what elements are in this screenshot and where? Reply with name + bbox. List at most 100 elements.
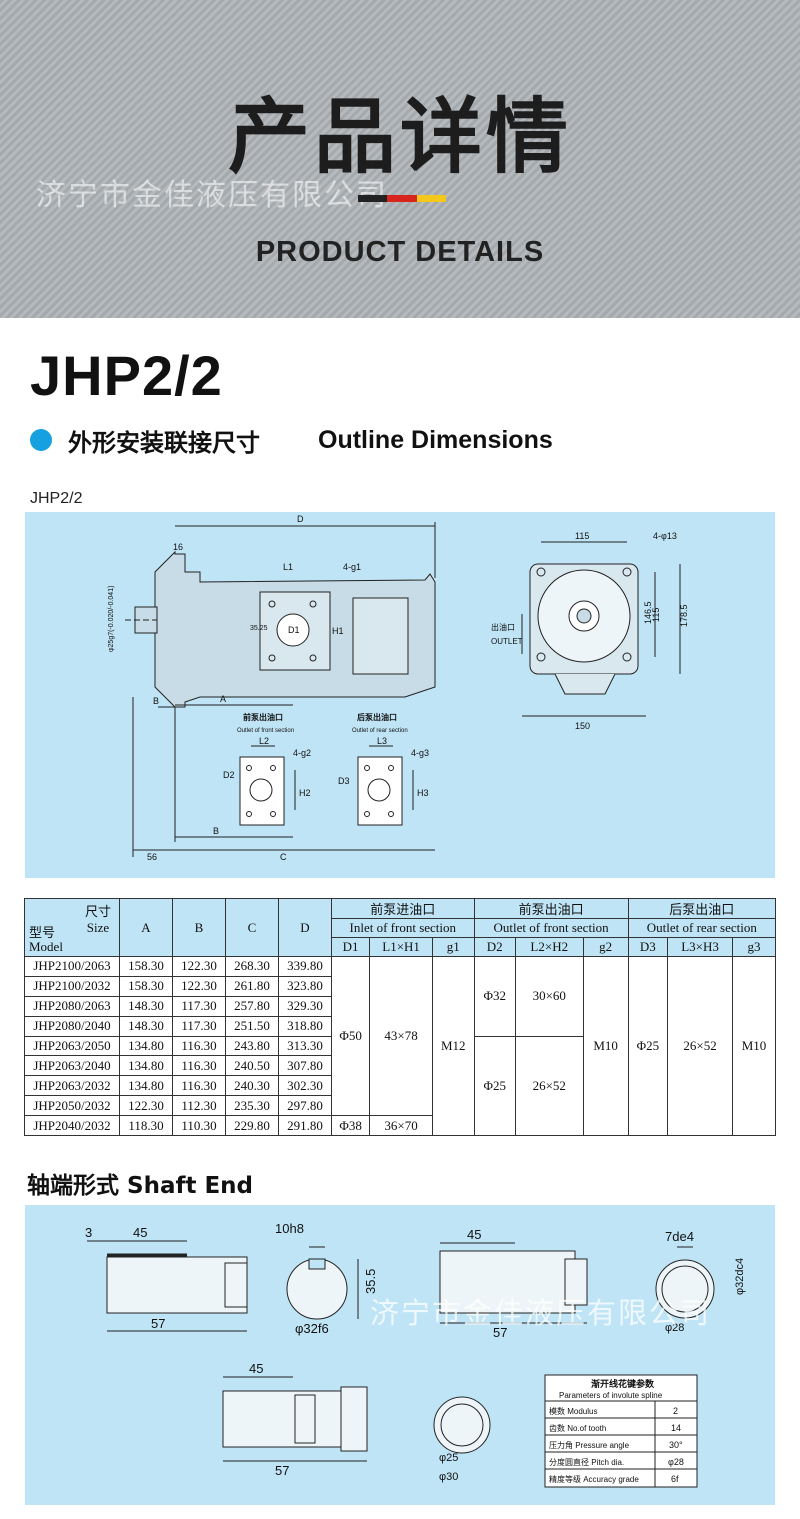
- spline-param-table: [544, 1374, 698, 1488]
- inlet-l1h1-last: 36×70: [369, 1115, 434, 1136]
- col-L2H2: L2×H2: [514, 937, 584, 957]
- company-watermark: 济宁市金佳液压有限公司: [36, 178, 388, 213]
- dim-shaft: φ25g7(-0.020/-0.041): [108, 586, 115, 652]
- shaft-end-drawing: 3 45 57 10h8 35.5 φ32f6 45 57 7de4 φ32dc…: [25, 1205, 775, 1505]
- spline-row-value: 6f: [671, 1474, 679, 1484]
- front-l2h2-a: 30×60: [514, 956, 584, 1037]
- dim-B: B: [213, 826, 219, 836]
- dim-D: D: [297, 514, 304, 524]
- dim-B-top: B: [153, 696, 159, 706]
- group-rear-outlet-en: Outlet of rear section: [627, 918, 777, 938]
- accent-yellow: [416, 195, 446, 202]
- dim-4-13: 4-φ13: [653, 531, 677, 541]
- s5-dim-57: 57: [275, 1463, 289, 1478]
- group-front-outlet-en: Outlet of front section: [473, 918, 629, 938]
- spline-row-label: 模数 Modulus: [549, 1406, 597, 1416]
- col-A: A: [119, 898, 173, 957]
- rear-outlet-en: Outlet of rear section: [352, 728, 408, 734]
- col-g1: g1: [432, 937, 475, 957]
- banner-subtitle: PRODUCT DETAILS: [255, 236, 545, 268]
- s4-dim-32dc4: φ32dc4: [734, 1258, 746, 1295]
- spline-row-label: 齿数 No.of tooth: [549, 1423, 606, 1433]
- front-d2-a: Φ32: [473, 956, 516, 1037]
- group-rear-outlet-cn: 后泵出油口: [627, 898, 777, 919]
- accent-red: [387, 195, 417, 202]
- rear-l3h3: 26×52: [667, 956, 733, 1136]
- inlet-g1: M12: [432, 956, 475, 1136]
- outlet-en: OUTLET: [491, 637, 523, 646]
- header-banner: [0, 0, 800, 318]
- dim-D2: D2: [223, 770, 235, 780]
- dim-L2: L2: [259, 736, 269, 746]
- outlet-cn: 出油口: [491, 622, 515, 632]
- col-L3H3: L3×H3: [667, 937, 733, 957]
- banner-title: 产品详情: [227, 90, 572, 185]
- col-g2: g2: [582, 937, 629, 957]
- col-D: D: [278, 898, 332, 957]
- dim-H1: H1: [332, 626, 344, 636]
- shaft-2: [439, 1250, 576, 1314]
- inlet-l1h1: 43×78: [369, 956, 434, 1116]
- dim-178-5: 178.5: [679, 604, 689, 627]
- spline-row-value: 30°: [669, 1440, 683, 1450]
- section-title-en: Outline Dimensions: [318, 425, 553, 454]
- rear-d3: Φ25: [627, 956, 669, 1136]
- group-front-inlet-cn: 前泵进油口: [331, 898, 475, 919]
- dim-16: 16: [173, 542, 183, 552]
- group-front-inlet-en: Inlet of front section: [331, 918, 475, 938]
- dim-g3: 4-g3: [411, 748, 429, 758]
- front-outlet-en: Outlet of front section: [237, 728, 294, 734]
- company-watermark-bottom: 济宁市金佳液压有限公司: [370, 1296, 712, 1330]
- spline-title-cn: 渐开线花键参数: [591, 1378, 655, 1389]
- s1-dim-3: 3: [85, 1225, 92, 1240]
- s2-dim-35-5: 35.5: [363, 1269, 378, 1294]
- dim-D1: D1: [288, 625, 300, 635]
- section-title-cn: 外形安装联接尺寸: [68, 428, 260, 457]
- shaft-1: [106, 1256, 248, 1314]
- accent-black: [358, 195, 388, 202]
- s3-dim-45: 45: [467, 1227, 481, 1242]
- dim-35-25: 35.25: [250, 625, 268, 632]
- figure-label: JHP2/2: [30, 490, 83, 507]
- s4-dim-7de4: 7de4: [665, 1229, 694, 1244]
- col-D1: D1: [330, 937, 371, 957]
- section-outline-heading: 外形安装联接尺寸 Outline Dimensions: [30, 424, 553, 457]
- dim-A: A: [220, 694, 226, 704]
- accent-bar: [358, 195, 446, 202]
- spline-2-section: [655, 1259, 715, 1319]
- col-D2: D2: [473, 937, 516, 957]
- spline-row-label: 分度圆直径 Pitch dia.: [549, 1457, 624, 1467]
- front-l2h2-b: 26×52: [514, 1035, 584, 1136]
- front-d2-b: Φ25: [473, 1035, 516, 1136]
- shaft-3: [222, 1390, 342, 1448]
- dim-L3: L3: [377, 736, 387, 746]
- dim-56: 56: [147, 852, 157, 862]
- s1-dim-57: 57: [151, 1316, 165, 1331]
- front-outlet-flange: [239, 756, 285, 826]
- rear-window: [352, 597, 409, 675]
- s2-dim-32f6: φ32f6: [295, 1321, 329, 1336]
- spline-row-value: φ28: [668, 1457, 684, 1467]
- spline-row-label: 精度等级 Accuracy grade: [549, 1474, 639, 1484]
- s2-dim-10h8: 10h8: [275, 1221, 304, 1236]
- s6-dim-30: φ30: [439, 1471, 458, 1483]
- rear-outlet-cn: 后泵出油口: [357, 712, 397, 722]
- spline-title-en: Parameters of involute spline: [559, 1391, 663, 1400]
- s6-dim-25: φ25: [439, 1452, 458, 1464]
- col-D3: D3: [627, 937, 669, 957]
- outline-drawing: D 16 L1 4-g1 D1 H1 35.25 φ25g7(-0.020/-0…: [25, 512, 775, 878]
- dim-H2: H2: [299, 788, 311, 798]
- col-L1H1: L1×H1: [369, 937, 434, 957]
- dim-L1: L1: [283, 562, 293, 572]
- section-shaft-heading: 轴端形式 Shaft End: [27, 1173, 254, 1199]
- s5-dim-45: 45: [249, 1361, 263, 1376]
- bullet-icon: [30, 429, 52, 451]
- dim-C: C: [280, 852, 287, 862]
